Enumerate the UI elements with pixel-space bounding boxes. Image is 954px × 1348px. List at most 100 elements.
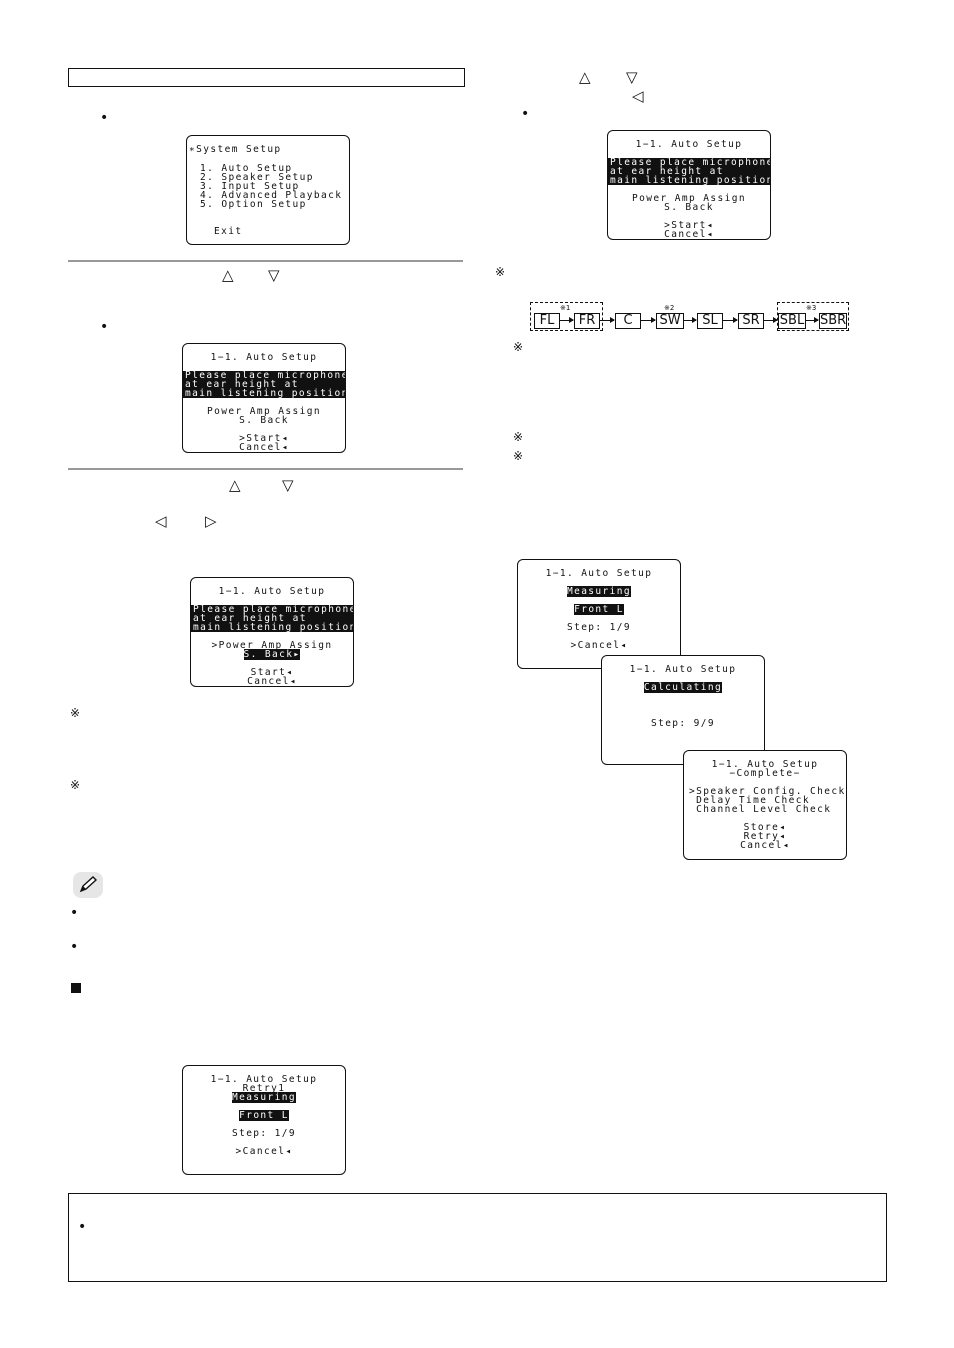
screen-title: ∗System Setup <box>189 144 282 155</box>
sback-value: S. Back <box>664 202 714 213</box>
divider <box>68 260 463 262</box>
note-1: ※1 <box>560 304 571 312</box>
measuring-status: Measuring <box>231 1092 297 1103</box>
sback-value[interactable]: S. Back▸ <box>243 649 301 660</box>
step-label: Step: 1/9 <box>566 622 632 633</box>
cancel-option[interactable]: Cancel◂ <box>740 840 790 851</box>
menu-item-speaker-setup[interactable]: 2. Speaker Setup <box>200 172 314 183</box>
pencil-icon <box>73 872 103 898</box>
cancel-option[interactable]: Cancel◂ <box>239 442 289 453</box>
group-surround-back <box>777 302 849 331</box>
power-amp-assign[interactable]: Power Amp Assign <box>632 193 746 204</box>
section-square-icon <box>71 983 81 993</box>
menu-item-option-setup[interactable]: 5. Option Setup <box>200 199 307 210</box>
bullet: • <box>70 939 79 955</box>
delay-time-check[interactable]: Delay Time Check <box>689 795 811 806</box>
menu-item-auto-setup[interactable]: 1. Auto Setup <box>200 163 293 174</box>
screen-title: 1−1. Auto Setup <box>210 1074 318 1085</box>
bullet: • <box>100 110 109 126</box>
divider <box>68 468 463 470</box>
bullet: • <box>100 319 109 335</box>
speaker-sl: SL <box>697 313 723 329</box>
right-arrow-icon: ▷ <box>205 512 217 530</box>
channel-level-check[interactable]: Channel Level Check <box>689 804 832 815</box>
note-mark: ※ <box>513 430 524 444</box>
screen-title: 1−1. Auto Setup <box>711 759 819 770</box>
speaker-fr: FR <box>574 313 600 329</box>
start-option[interactable]: >Start◂ <box>664 220 714 231</box>
channel-label: Front L <box>574 604 624 615</box>
screen-title: 1−1. Auto Setup <box>545 568 653 579</box>
bullet: • <box>78 1219 87 1235</box>
left-arrow-icon: ◁ <box>155 512 167 530</box>
channel-label: Front L <box>239 1110 289 1121</box>
screen-title: 1−1. Auto Setup <box>218 586 326 597</box>
group-front <box>530 302 603 331</box>
section-header-box <box>68 68 465 87</box>
start-option[interactable]: Start◂ <box>250 667 294 678</box>
start-option[interactable]: >Start◂ <box>239 433 289 444</box>
cancel-option[interactable]: >Cancel◂ <box>235 1146 293 1157</box>
speaker-fl: FL <box>534 313 560 329</box>
measuring-screen: 1−1. Auto Setup Measuring Front L Step: … <box>517 559 681 669</box>
down-arrow-icon: ▽ <box>626 68 638 86</box>
screen-title: 1−1. Auto Setup <box>629 664 737 675</box>
measuring-status: Measuring <box>566 586 632 597</box>
screen-title: 1−1. Auto Setup <box>210 352 318 363</box>
note-mark: ※ <box>513 449 524 463</box>
cancel-option[interactable]: Cancel◂ <box>664 229 714 240</box>
arrow <box>722 317 738 323</box>
note-3: ※3 <box>806 304 817 312</box>
retry-measuring-screen: 1−1. Auto Setup Retry1 Measuring Front L… <box>182 1065 346 1175</box>
up-arrow-icon: △ <box>579 68 591 86</box>
menu-item-exit[interactable]: Exit <box>214 226 243 237</box>
left-arrow-icon: ◁ <box>632 87 644 105</box>
speaker-sr: SR <box>738 313 764 329</box>
auto-setup-screen: 1−1. Auto Setup Please place microphone … <box>182 343 346 453</box>
arrow <box>805 317 819 323</box>
power-amp-assign[interactable]: Power Amp Assign <box>207 406 321 417</box>
menu-item-input-setup[interactable]: 3. Input Setup <box>200 181 300 192</box>
arrow <box>683 317 697 323</box>
note-mark: ※ <box>513 340 524 354</box>
speaker-sw: SW <box>656 313 684 329</box>
arrow <box>599 317 615 323</box>
microphone-message: Please place microphone at ear height at… <box>183 370 346 399</box>
system-setup-screen: ∗System Setup 1. Auto Setup 2. Speaker S… <box>186 135 350 245</box>
bullet: • <box>70 905 79 921</box>
up-arrow-icon: △ <box>229 476 241 494</box>
speaker-c: C <box>615 313 641 329</box>
speaker-sbl: SBL <box>778 313 806 329</box>
step-label: Step: 9/9 <box>650 718 716 729</box>
note-mark: ※ <box>495 265 506 279</box>
down-arrow-icon: ▽ <box>282 476 294 494</box>
retry-option[interactable]: Retry◂ <box>743 831 787 842</box>
complete-subtitle: −Complete− <box>729 768 801 779</box>
bullet: • <box>521 106 530 122</box>
calculating-status: Calculating <box>643 682 723 693</box>
retry-label: Retry1 <box>242 1083 286 1094</box>
store-option[interactable]: Store◂ <box>743 822 787 833</box>
note-2: ※2 <box>664 304 675 312</box>
power-amp-assign[interactable]: >Power Amp Assign <box>211 640 333 651</box>
down-arrow-icon: ▽ <box>268 266 280 284</box>
arrow <box>559 317 574 323</box>
sback-value: S. Back <box>239 415 289 426</box>
screen-title: 1−1. Auto Setup <box>635 139 743 150</box>
cancel-option[interactable]: Cancel◂ <box>247 676 297 687</box>
cancel-option[interactable]: >Cancel◂ <box>570 640 628 651</box>
step-label: Step: 1/9 <box>231 1128 297 1139</box>
microphone-message: Please place microphone at ear height at… <box>608 157 771 186</box>
complete-screen: 1−1. Auto Setup −Complete− >Speaker Conf… <box>683 750 847 860</box>
power-amp-assign-screen: 1−1. Auto Setup Please place microphone … <box>190 577 354 687</box>
speaker-config-check[interactable]: >Speaker Config. Check <box>689 786 846 797</box>
arrow <box>640 317 656 323</box>
up-arrow-icon: △ <box>222 266 234 284</box>
footer-note-box <box>68 1193 887 1282</box>
menu-item-advanced-playback[interactable]: 4. Advanced Playback <box>200 190 343 201</box>
auto-setup-screen-right: 1−1. Auto Setup Please place microphone … <box>607 130 771 240</box>
note-mark: ※ <box>70 706 81 720</box>
microphone-message: Please place microphone at ear height at… <box>191 604 354 633</box>
note-mark: ※ <box>70 778 81 792</box>
calculating-screen: 1−1. Auto Setup Calculating Step: 9/9 <box>601 655 765 765</box>
